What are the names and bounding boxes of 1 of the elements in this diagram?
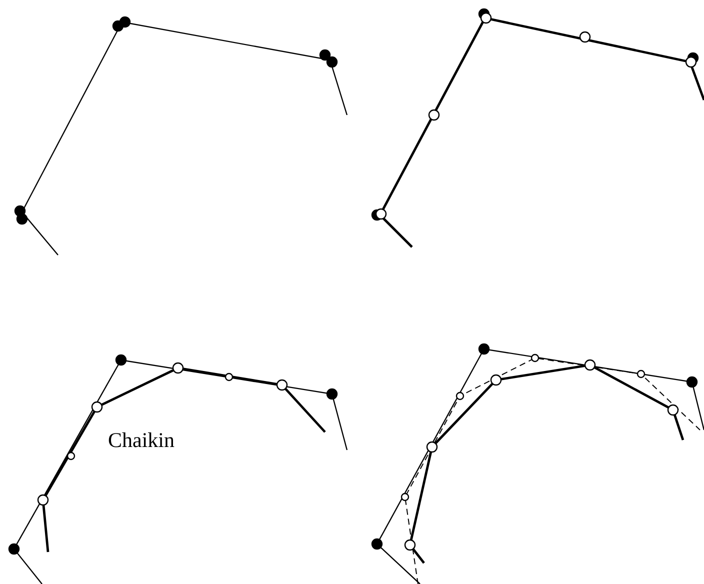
method-name: Chaikin <box>108 428 174 453</box>
